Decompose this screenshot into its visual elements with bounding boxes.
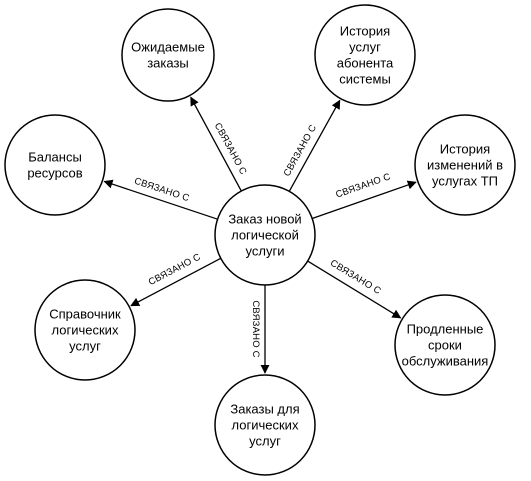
- node-label-line: Балансы: [28, 150, 82, 165]
- node-label-line: Продленные: [407, 322, 484, 337]
- edge-history_services: СВЯЗАНО С: [282, 99, 341, 192]
- edge-history_changes: СВЯЗАНО С: [311, 171, 417, 220]
- edge-label: СВЯЗАНО С: [334, 171, 392, 200]
- node-circle: [394, 294, 496, 396]
- arrow-extended: [307, 260, 402, 319]
- arrow-balances: [103, 179, 218, 220]
- edge-orders: СВЯЗАНО С: [250, 285, 270, 374]
- node-label-line: логических: [52, 323, 119, 338]
- node-label-line: ресурсов: [27, 166, 82, 181]
- arrow-directory: [130, 257, 222, 307]
- node-label-line: услуг: [349, 40, 381, 55]
- node-circle: [414, 114, 516, 216]
- node-label-line: обслуживания: [402, 354, 489, 369]
- node-label-line: Справочник: [49, 307, 121, 322]
- arrow-history_services: [288, 99, 341, 192]
- node-label-line: услуги: [246, 244, 285, 259]
- arrow-expected: [190, 96, 242, 192]
- edge-label: СВЯЗАНО С: [328, 258, 383, 297]
- node-label-line: Заказы для: [230, 402, 299, 417]
- node-label-line: сроки: [428, 338, 462, 353]
- node-label-line: услуг: [249, 434, 281, 449]
- edge-extended: СВЯЗАНО С: [307, 258, 402, 319]
- node-label-line: История: [440, 142, 490, 157]
- node-label-line: Заказ новой: [228, 212, 301, 227]
- node-label-line: услугах ТП: [432, 174, 498, 189]
- arrow-history_changes: [311, 180, 417, 220]
- node-label-line: системы: [339, 72, 391, 87]
- node-circle: [34, 279, 136, 381]
- node-label-line: изменений в: [427, 158, 503, 173]
- edge-expected: СВЯЗАНО С: [190, 96, 249, 192]
- node-label-line: История: [340, 24, 390, 39]
- node-label-line: абонента: [337, 56, 394, 71]
- node-circle: [121, 8, 215, 102]
- edge-label: СВЯЗАНО С: [250, 300, 261, 357]
- node-label-line: услуг: [69, 339, 101, 354]
- node-circle: [214, 184, 316, 286]
- node-label-line: заказы: [147, 56, 189, 71]
- node-circle: [4, 114, 106, 216]
- edge-directory: СВЯЗАНО С: [130, 252, 222, 307]
- edge-label: СВЯЗАНО С: [212, 121, 249, 177]
- edge-balances: СВЯЗАНО С: [103, 176, 218, 220]
- node-label-line: логической: [231, 228, 299, 243]
- node-label-line: Ожидаемые: [131, 40, 205, 55]
- node-circle: [314, 4, 416, 106]
- node-label-line: логических: [232, 418, 299, 433]
- node-circle: [214, 374, 316, 476]
